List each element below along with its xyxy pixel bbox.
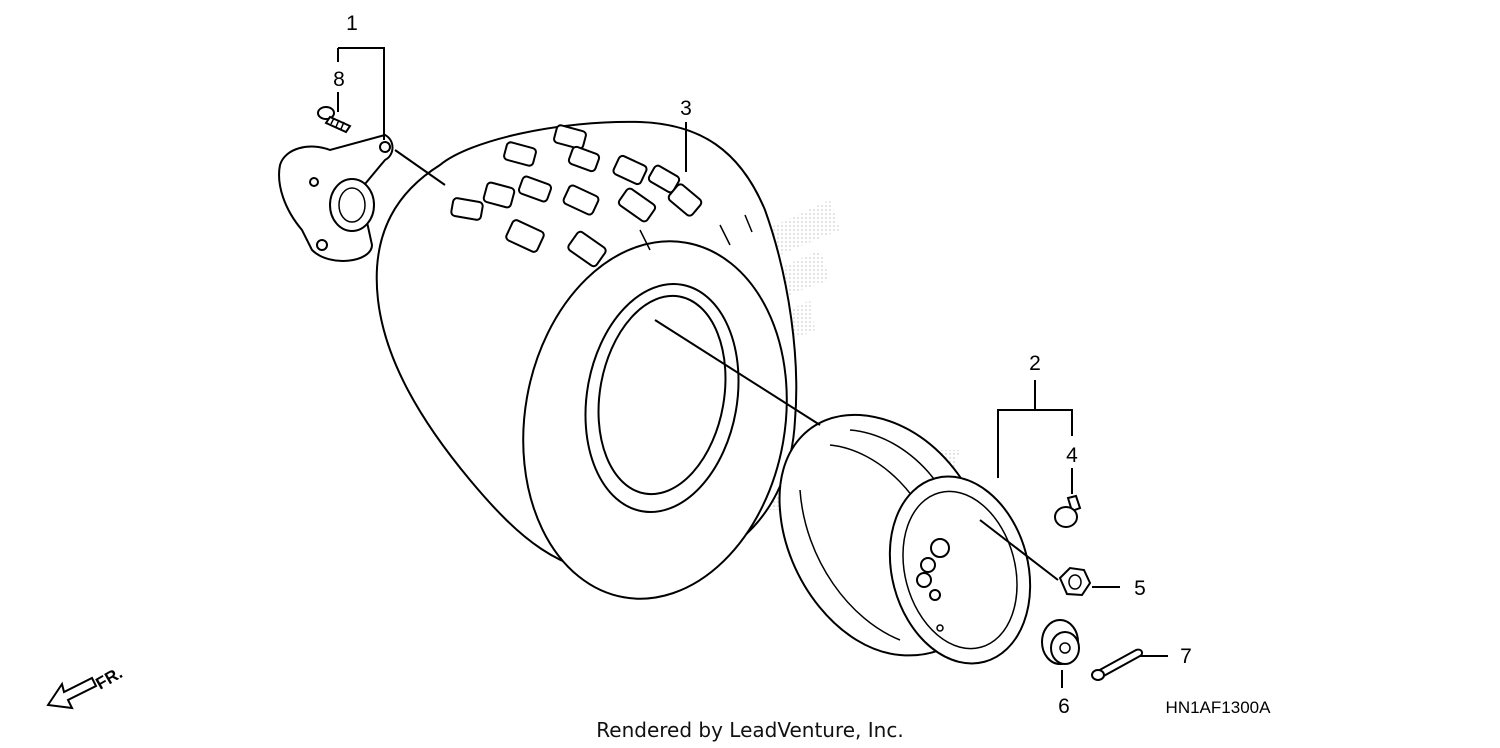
callout-3: 3 bbox=[680, 97, 692, 120]
cotter-pin-icon bbox=[1091, 648, 1144, 681]
valve-stem-icon bbox=[1054, 494, 1082, 528]
callout-5: 5 bbox=[1134, 577, 1146, 600]
tire-icon bbox=[375, 120, 798, 600]
callout-7: 7 bbox=[1180, 645, 1192, 668]
callout-1: 1 bbox=[346, 12, 358, 35]
stud-bolt-icon bbox=[317, 106, 352, 134]
wheel-rim-icon bbox=[778, 413, 1032, 665]
diagram-code: HN1AF1300A bbox=[1166, 698, 1272, 717]
castle-nut-icon bbox=[1041, 619, 1080, 665]
wheel-nut-icon bbox=[1058, 566, 1092, 597]
leader-lines bbox=[337, 47, 1168, 688]
callout-6: 6 bbox=[1058, 695, 1070, 718]
front-direction-arrow-icon bbox=[46, 676, 98, 710]
wheel-hub-icon bbox=[278, 133, 394, 262]
callout-8: 8 bbox=[333, 68, 345, 91]
callout-4: 4 bbox=[1066, 444, 1078, 467]
footer-credit: Rendered by LeadVenture, Inc. bbox=[596, 718, 903, 742]
callout-2: 2 bbox=[1029, 352, 1041, 375]
direction-label: FR. bbox=[93, 663, 126, 693]
